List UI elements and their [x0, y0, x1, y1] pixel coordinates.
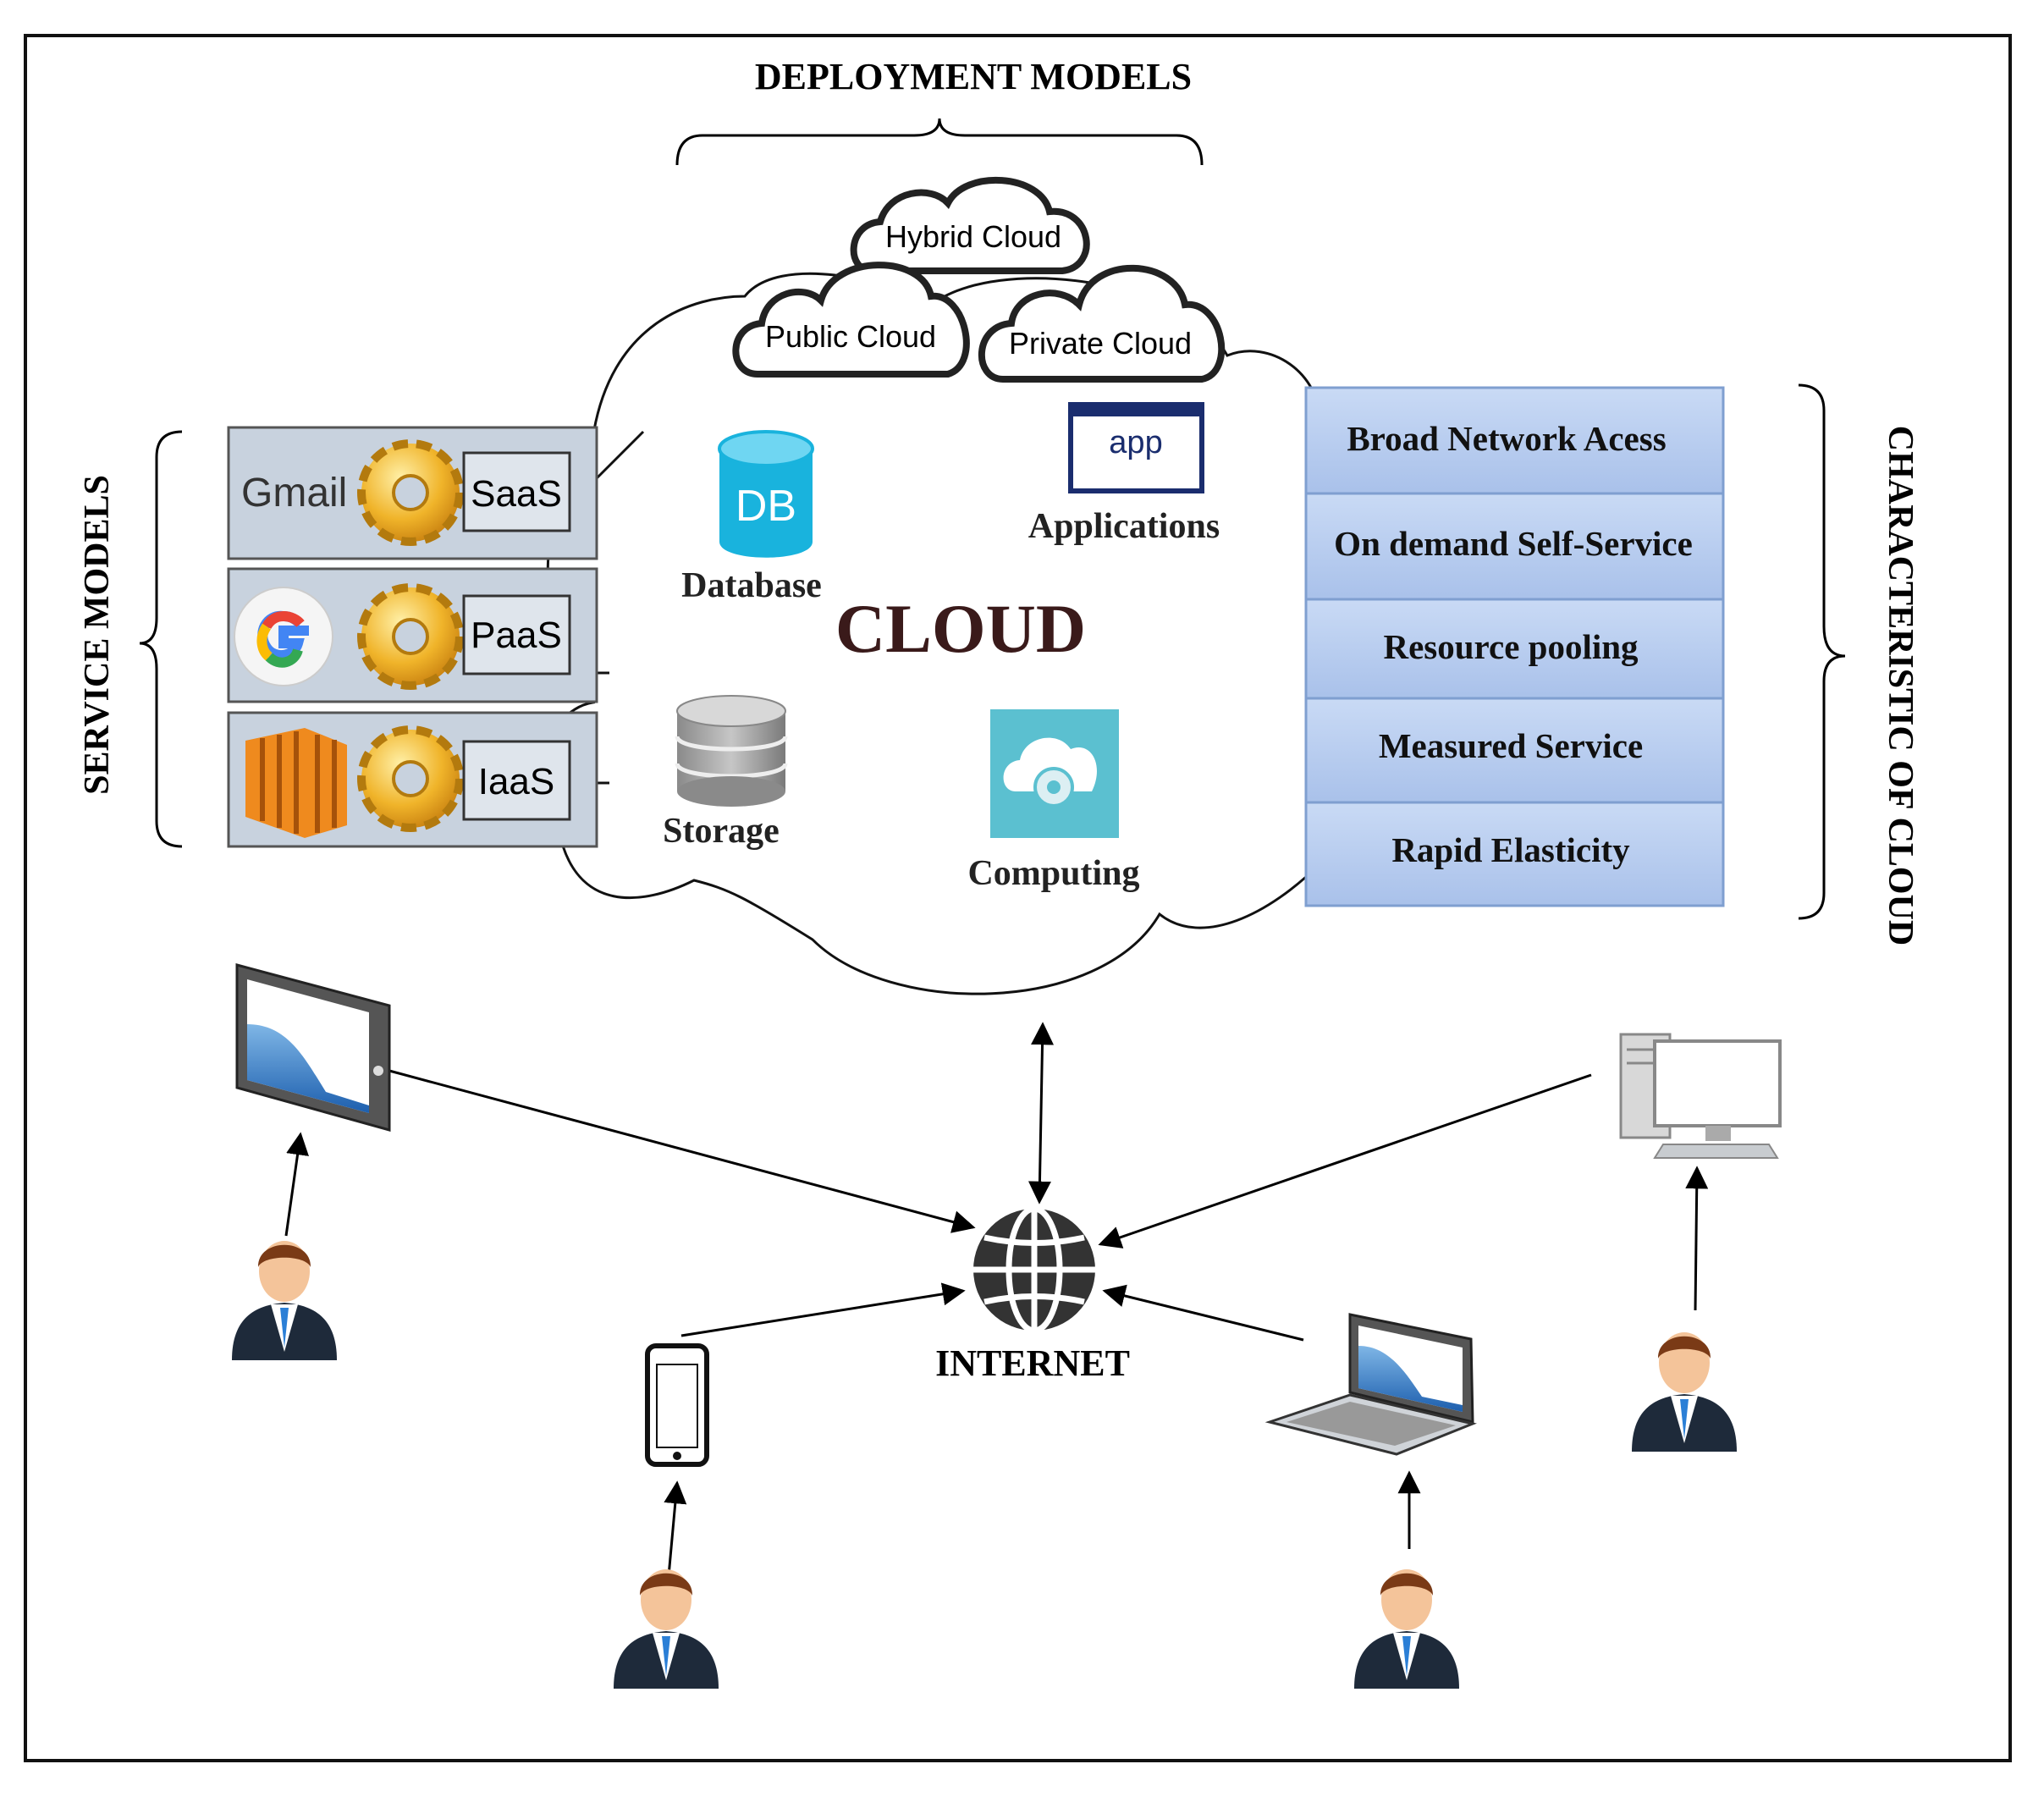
user-avatar	[614, 1569, 719, 1689]
private-cloud: Private Cloud	[978, 264, 1226, 383]
arrow-desktop-internet	[1098, 1073, 1592, 1249]
characteristic-label: On demand Self-Service	[1334, 524, 1693, 563]
smartphone-icon	[645, 1343, 709, 1467]
applications-label: Applications	[1028, 507, 1220, 546]
characteristic-label: Rapid Elasticity	[1391, 830, 1630, 869]
deployment-models-brace	[675, 118, 1204, 166]
computing-label: Computing	[967, 854, 1139, 893]
user-avatar	[1632, 1332, 1737, 1452]
applications-icon: app	[1068, 402, 1204, 493]
computing-icon	[990, 709, 1119, 838]
characteristic-box	[1304, 697, 1725, 804]
arrow-tablet-internet	[388, 1069, 976, 1233]
user-avatar	[232, 1241, 337, 1360]
characteristic-label: Measured Service	[1379, 726, 1643, 765]
public-cloud: Public Cloud	[732, 262, 970, 378]
service-model-paas: PaaS	[227, 567, 598, 703]
characteristic-box	[1304, 801, 1725, 907]
aws-logo-icon	[245, 728, 347, 838]
outer-frame	[24, 34, 2012, 1762]
service-model-iaas: IaaS	[227, 711, 598, 848]
service-models-label: SERVICE MODELS	[78, 475, 117, 795]
globe-icon	[973, 1205, 1095, 1334]
arrow-laptop-internet	[1102, 1284, 1304, 1342]
private-cloud-label: Private Cloud	[1009, 326, 1192, 361]
cloud-label: CLOUD	[835, 590, 1086, 667]
arrow-person-phone	[664, 1480, 687, 1577]
laptop-icon	[1264, 1313, 1477, 1456]
applications-icon-text: app	[1109, 425, 1162, 460]
desktop-icon	[1619, 1033, 1782, 1159]
characteristics-list: Broad Network Acess On demand Self-Servi…	[1304, 386, 1725, 907]
paas-label: PaaS	[471, 615, 562, 656]
saas-label: SaaS	[471, 473, 562, 515]
internet-label: INTERNET	[935, 1342, 1130, 1384]
arrow-person-tablet	[284, 1132, 309, 1237]
characteristic-box	[1304, 598, 1725, 700]
hybrid-cloud-label: Hybrid Cloud	[885, 219, 1061, 254]
hybrid-cloud: Hybrid Cloud	[850, 176, 1090, 274]
storage-label: Storage	[663, 812, 780, 851]
characteristic-box	[1304, 386, 1725, 495]
service-models-brace	[139, 430, 183, 848]
deployment-models-title: DEPLOYMENT MODELS	[755, 56, 1192, 97]
gear-icon	[357, 439, 464, 546]
characteristics-label: CHARACTERISTIC OF CLOUD	[1881, 426, 1920, 946]
arrow-phone-internet	[680, 1282, 966, 1337]
user-avatar	[1354, 1569, 1459, 1689]
database-label: Database	[681, 566, 822, 605]
gmail-logo-icon: Gmail	[241, 471, 347, 515]
service-model-saas: Gmail SaaS	[227, 426, 598, 560]
gear-icon	[357, 725, 464, 832]
storage-icon	[675, 695, 788, 807]
saas-connector	[591, 430, 645, 484]
iaas-label: IaaS	[478, 761, 555, 802]
database-icon-text: DB	[736, 482, 796, 531]
characteristic-box	[1304, 492, 1725, 601]
arrow-person-desktop	[1685, 1166, 1709, 1311]
characteristic-label: Resource pooling	[1383, 627, 1639, 666]
database-icon: DB	[718, 430, 814, 558]
gear-icon	[357, 583, 464, 690]
public-cloud-label: Public Cloud	[765, 319, 936, 354]
characteristic-label: Broad Network Acess	[1347, 419, 1666, 458]
characteristics-brace	[1798, 383, 1846, 920]
arrow-internet-cloud	[1028, 1022, 1055, 1204]
tablet-icon	[235, 963, 391, 1132]
